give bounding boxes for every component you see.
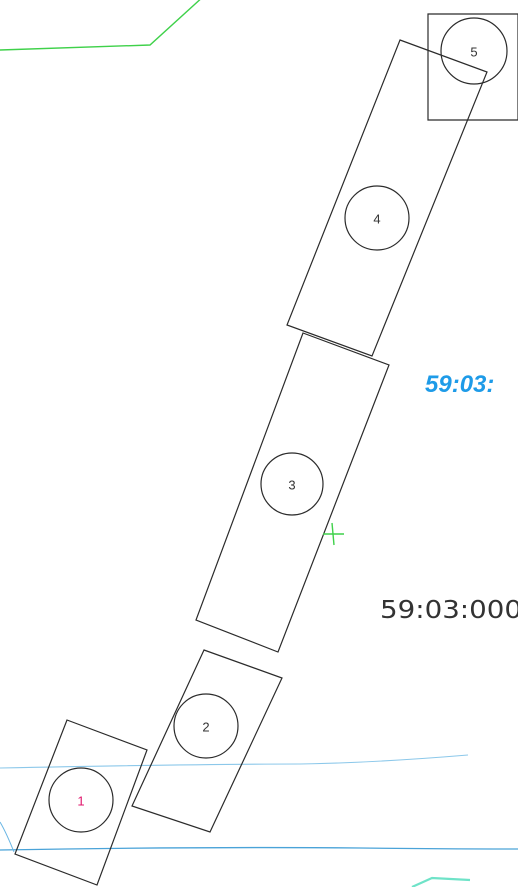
marker-4[interactable]: 4 [344,185,410,251]
parcel-boundary-line [0,0,201,51]
marker-1[interactable]: 1 [48,767,114,833]
marker-5[interactable]: 5 [440,17,508,85]
marker-label-2: 2 [202,719,209,734]
plot-outline-4[interactable] [286,39,488,357]
marker-label-5: 5 [470,44,477,59]
plot-outline-5[interactable] [427,13,518,121]
marker-label-3: 3 [288,477,295,492]
marker-3[interactable]: 3 [260,452,324,516]
water-line-corner [411,876,471,887]
plot-outline-1[interactable] [14,719,148,886]
marker-label-4: 4 [373,211,380,226]
cadastral-label-dark: 59:03:000 [380,595,518,624]
plot-outline-3[interactable] [195,332,390,653]
water-line-upper [0,754,469,769]
cadastral-label-blue: 59:03: [425,371,494,398]
marker-label-1: 1 [77,793,84,808]
water-line-lower [0,846,518,851]
marker-2[interactable]: 2 [173,693,239,759]
plot-outline-2[interactable] [131,649,283,833]
water-line-edge [0,821,15,853]
cross-marker-icon[interactable] [323,522,344,546]
